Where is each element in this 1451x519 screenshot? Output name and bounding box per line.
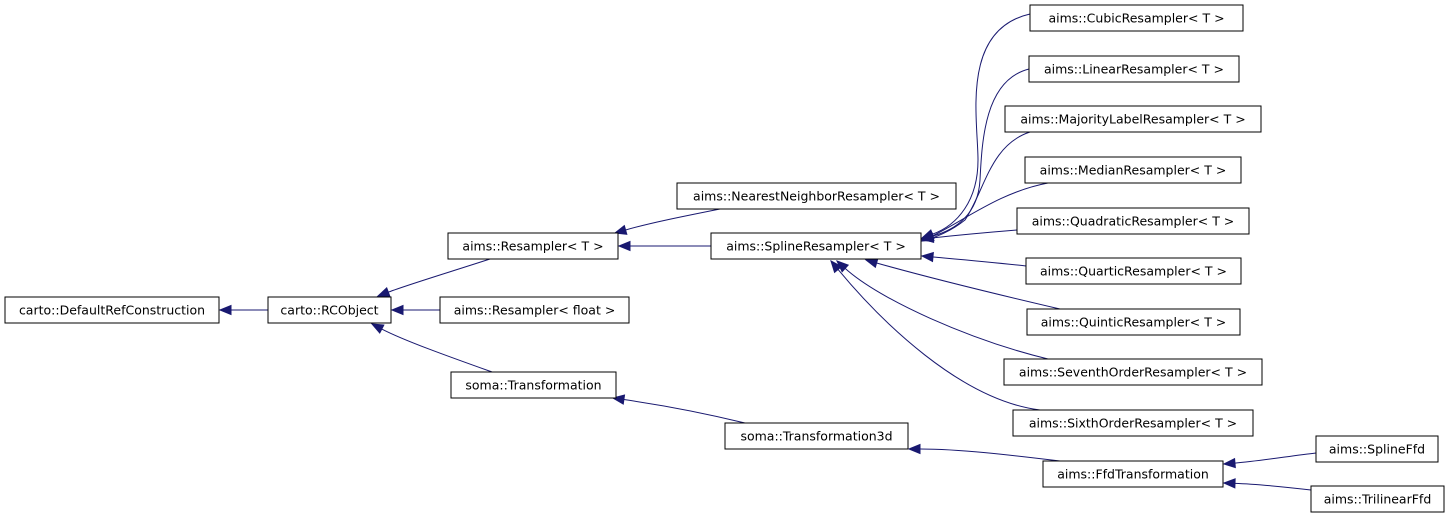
node-aims-nearestneighborresampler-t[interactable]: aims::NearestNeighborResampler< T > — [676, 182, 957, 210]
edge-quartic-to-spline — [920, 251, 1027, 267]
edge-line — [623, 399, 746, 424]
node-aims-splineffd[interactable]: aims::SplineFfd — [1315, 435, 1439, 463]
node-label: aims::LinearResampler< T > — [1044, 62, 1224, 77]
inheritance-arrowhead-icon — [376, 287, 391, 297]
edge-soma_transformation-to-rcobject — [370, 323, 493, 373]
inheritance-arrowhead-icon — [920, 251, 934, 263]
edge-line — [932, 256, 1027, 267]
edge-line — [876, 262, 1061, 310]
node-aims-quadraticresampler-t[interactable]: aims::QuadraticResampler< T > — [1016, 207, 1250, 235]
edge-linear-to-spline — [920, 68, 1030, 242]
node-label: carto::RCObject — [280, 303, 378, 318]
edge-resampler_t-to-rcobject — [376, 258, 491, 297]
node-label: aims::FfdTransformation — [1057, 467, 1209, 482]
edge-rcobject-to-default_ref — [218, 304, 268, 316]
edge-seventh-to-spline — [836, 260, 1049, 360]
node-label: aims::NearestNeighborResampler< T > — [693, 189, 940, 204]
node-soma-transformation[interactable]: soma::Transformation — [450, 371, 617, 399]
inheritance-arrowhead-icon — [1222, 478, 1236, 489]
edge-line — [625, 208, 721, 231]
edge-line — [1234, 482, 1312, 491]
edge-line — [844, 268, 1049, 360]
node-label: aims::QuarticResampler< T > — [1040, 264, 1227, 279]
edge-line — [388, 258, 491, 293]
edge-line — [919, 448, 1061, 462]
edge-transformation3d-to-soma_transformation — [611, 394, 746, 424]
node-aims-cubicresampler-t[interactable]: aims::CubicResampler< T > — [1029, 4, 1244, 32]
node-aims-trilinearffd[interactable]: aims::TrilinearFfd — [1310, 485, 1445, 513]
edge-trilinearffd-to-ffd — [1222, 478, 1312, 491]
node-label: aims::MedianResampler< T > — [1040, 163, 1227, 178]
edge-line — [837, 269, 1041, 411]
node-aims-seventhorderresampler-t[interactable]: aims::SeventhOrderResampler< T > — [1003, 358, 1263, 386]
inheritance-arrowhead-icon — [920, 232, 934, 243]
inheritance-arrowhead-icon — [390, 304, 404, 316]
node-aims-ffdtransformation[interactable]: aims::FfdTransformation — [1042, 460, 1224, 488]
node-carto-rcobject[interactable]: carto::RCObject — [267, 296, 392, 324]
node-aims-linearresampler-t[interactable]: aims::LinearResampler< T > — [1028, 55, 1240, 83]
inheritance-arrowhead-icon — [370, 323, 385, 334]
node-aims-quarticresampler-t[interactable]: aims::QuarticResampler< T > — [1025, 257, 1242, 285]
edge-line — [1234, 452, 1317, 464]
edge-line — [932, 131, 1031, 239]
node-label: soma::Transformation3d — [740, 429, 892, 444]
node-label: aims::QuadraticResampler< T > — [1032, 214, 1235, 229]
edge-line — [932, 68, 1030, 237]
edge-sixth-to-spline — [830, 259, 1041, 411]
edge-resampler_float-to-rcobject — [390, 304, 440, 316]
node-label: aims::SplineResampler< T > — [726, 239, 906, 254]
node-aims-resampler-float[interactable]: aims::Resampler< float > — [439, 296, 630, 324]
inheritance-edges — [218, 13, 1317, 491]
inheritance-arrowhead-icon — [613, 224, 628, 235]
node-aims-quinticresampler-t[interactable]: aims::QuinticResampler< T > — [1026, 308, 1241, 336]
node-aims-majoritylabelresampler-t[interactable]: aims::MajorityLabelResampler< T > — [1004, 105, 1262, 133]
edge-quintic-to-spline — [864, 258, 1061, 310]
inheritance-arrowhead-icon — [1222, 457, 1236, 469]
node-label: aims::TrilinearFfd — [1324, 492, 1432, 507]
node-label: aims::CubicResampler< T > — [1048, 11, 1224, 26]
node-label: soma::Transformation — [465, 378, 601, 393]
inheritance-arrowhead-icon — [218, 304, 232, 316]
node-aims-splineresampler-t[interactable]: aims::SplineResampler< T > — [710, 232, 922, 260]
node-label: aims::Resampler< float > — [454, 303, 616, 318]
node-aims-medianresampler-t[interactable]: aims::MedianResampler< T > — [1024, 156, 1242, 184]
inheritance-arrowhead-icon — [864, 258, 879, 269]
node-aims-resampler-t[interactable]: aims::Resampler< T > — [447, 232, 619, 260]
node-carto-defaultrefconstruction[interactable]: carto::DefaultRefConstruction — [4, 296, 220, 324]
edge-line — [381, 328, 493, 373]
edge-line — [932, 13, 1031, 235]
node-label: aims::MajorityLabelResampler< T > — [1020, 112, 1245, 127]
edge-nearest-to-resampler_t — [613, 208, 721, 235]
edge-ffd-to-transformation3d — [907, 443, 1061, 462]
edge-spline-to-resampler_t — [617, 240, 712, 252]
node-label: aims::SplineFfd — [1329, 442, 1425, 457]
node-label: aims::SeventhOrderResampler< T > — [1019, 365, 1247, 380]
inheritance-arrowhead-icon — [830, 259, 843, 274]
inheritance-arrowhead-icon — [907, 443, 921, 455]
edge-line — [932, 229, 1018, 239]
edge-quadratic-to-spline — [920, 229, 1018, 243]
node-label: aims::QuinticResampler< T > — [1041, 315, 1227, 330]
edge-splineffd-to-ffd — [1222, 452, 1317, 469]
node-label: aims::SixthOrderResampler< T > — [1029, 416, 1237, 431]
node-label: carto::DefaultRefConstruction — [19, 303, 205, 318]
node-soma-transformation3d[interactable]: soma::Transformation3d — [724, 422, 909, 450]
edge-line — [931, 182, 1049, 237]
inheritance-arrowhead-icon — [617, 240, 631, 252]
node-label: aims::Resampler< T > — [462, 239, 603, 254]
node-aims-sixthorderresampler-t[interactable]: aims::SixthOrderResampler< T > — [1012, 409, 1254, 437]
